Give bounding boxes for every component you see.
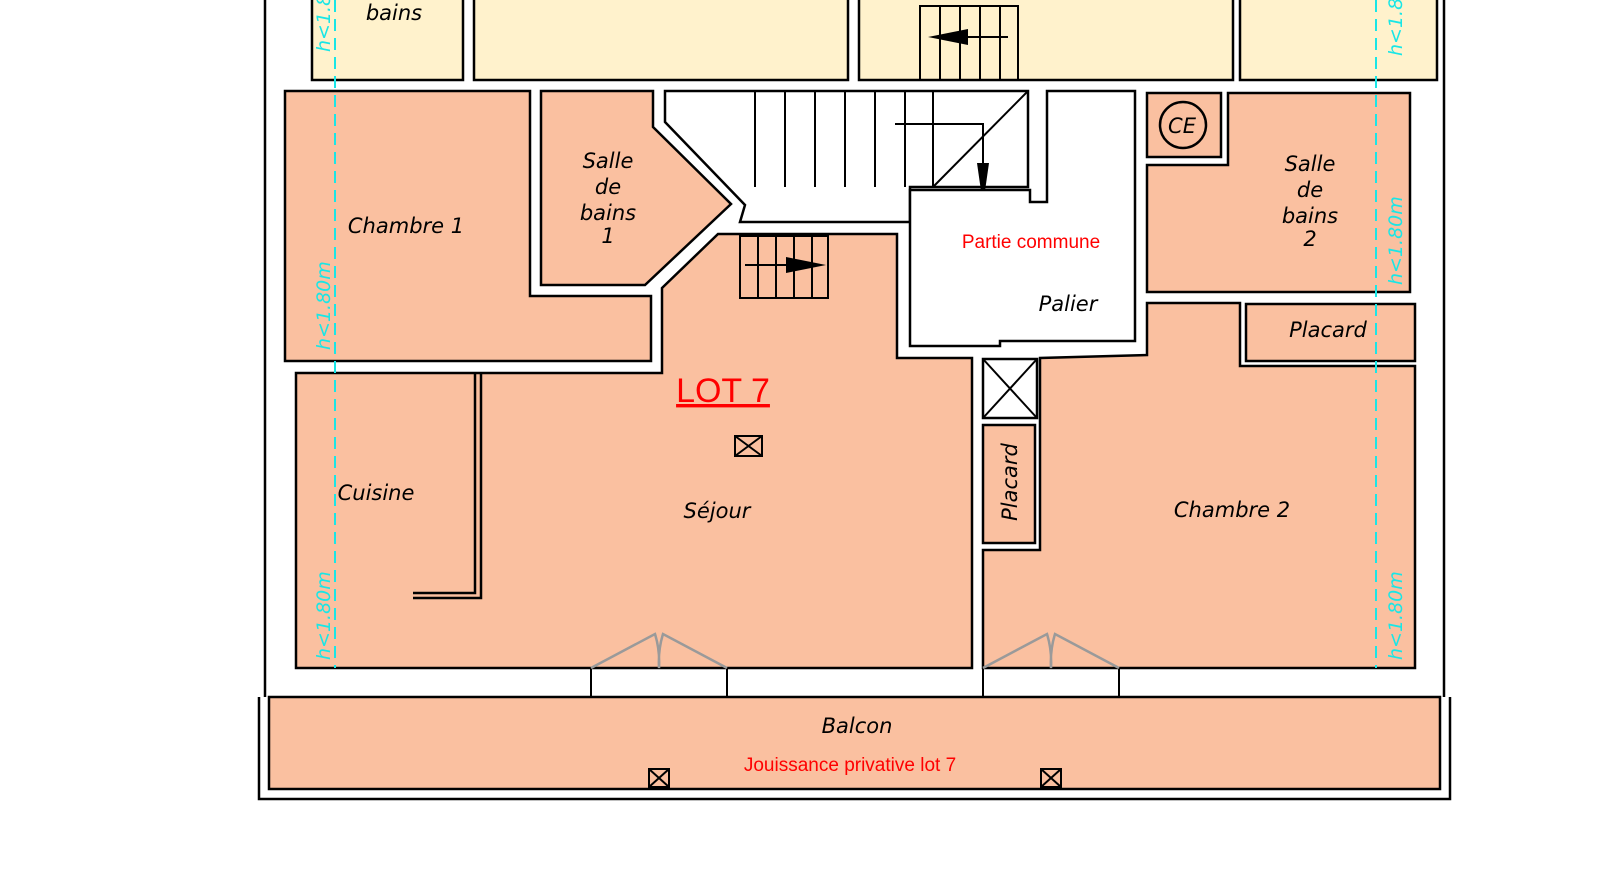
room-salle-de-bains-2 [1145,91,1412,294]
balcon-outer-line [257,697,1452,801]
label-sdb2: bains [1282,204,1338,228]
room-chambre-2 [981,301,1417,670]
upper-stair [919,5,1019,81]
room-balcon [267,695,1442,791]
room-placard-vertical [981,423,1037,545]
upper-room-3 [857,0,1235,82]
room-placard-right [1244,302,1417,363]
label-sdb2: de [1297,178,1323,202]
label-ce: CE [1168,114,1197,138]
height-marker: h<1.80m [1385,571,1407,660]
upper-room-2 [472,0,850,82]
height-marker: h<1.80m [1385,196,1407,285]
balcon-vent-icon-2 [1040,768,1062,788]
ce-circle-icon [1158,100,1208,150]
room-chambre-1 [283,89,653,363]
shaft-icon [981,357,1039,420]
label-balcon: Balcon [822,714,893,738]
label-placard-vertical: Placard [998,442,1022,520]
label-chambre-2: Chambre 2 [1174,498,1290,522]
sejour-stair [739,235,829,299]
vent-icon [734,435,763,457]
upper-room-4 [1238,0,1439,82]
label-sdb2: Salle [1285,152,1336,176]
label-balcon-note: Jouissance privative lot 7 [744,755,956,776]
height-marker: h<1.80m [1385,0,1407,56]
lot-title: LOT 7 [676,372,770,410]
balcon-vent-icon-1 [648,768,670,788]
label-top-bains: bains [366,1,422,25]
height-marker: h<1.80m [313,261,335,350]
label-sdb1: Salle [583,149,634,173]
room-palier [908,89,1137,348]
label-cuisine: Cuisine [338,481,415,505]
height-marker: h<1.80m [313,0,335,52]
label-chambre-1: Chambre 1 [348,214,464,238]
label-sdb1: bains [580,201,636,225]
label-sejour: Séjour [684,499,752,523]
cuisine-wall [413,373,477,595]
upper-room-bains [310,0,465,82]
height-marker: h<1.80m [313,571,335,660]
room-salle-de-bains-1 [539,89,733,287]
label-palier: Palier [1039,292,1099,316]
label-sdb2: 2 [1303,227,1316,251]
common-stair [754,90,1029,205]
label-partie-commune: Partie commune [962,232,1100,253]
label-sdb1: de [595,175,621,199]
label-placard-right: Placard [1289,318,1367,342]
label-sdb1: 1 [601,224,614,248]
